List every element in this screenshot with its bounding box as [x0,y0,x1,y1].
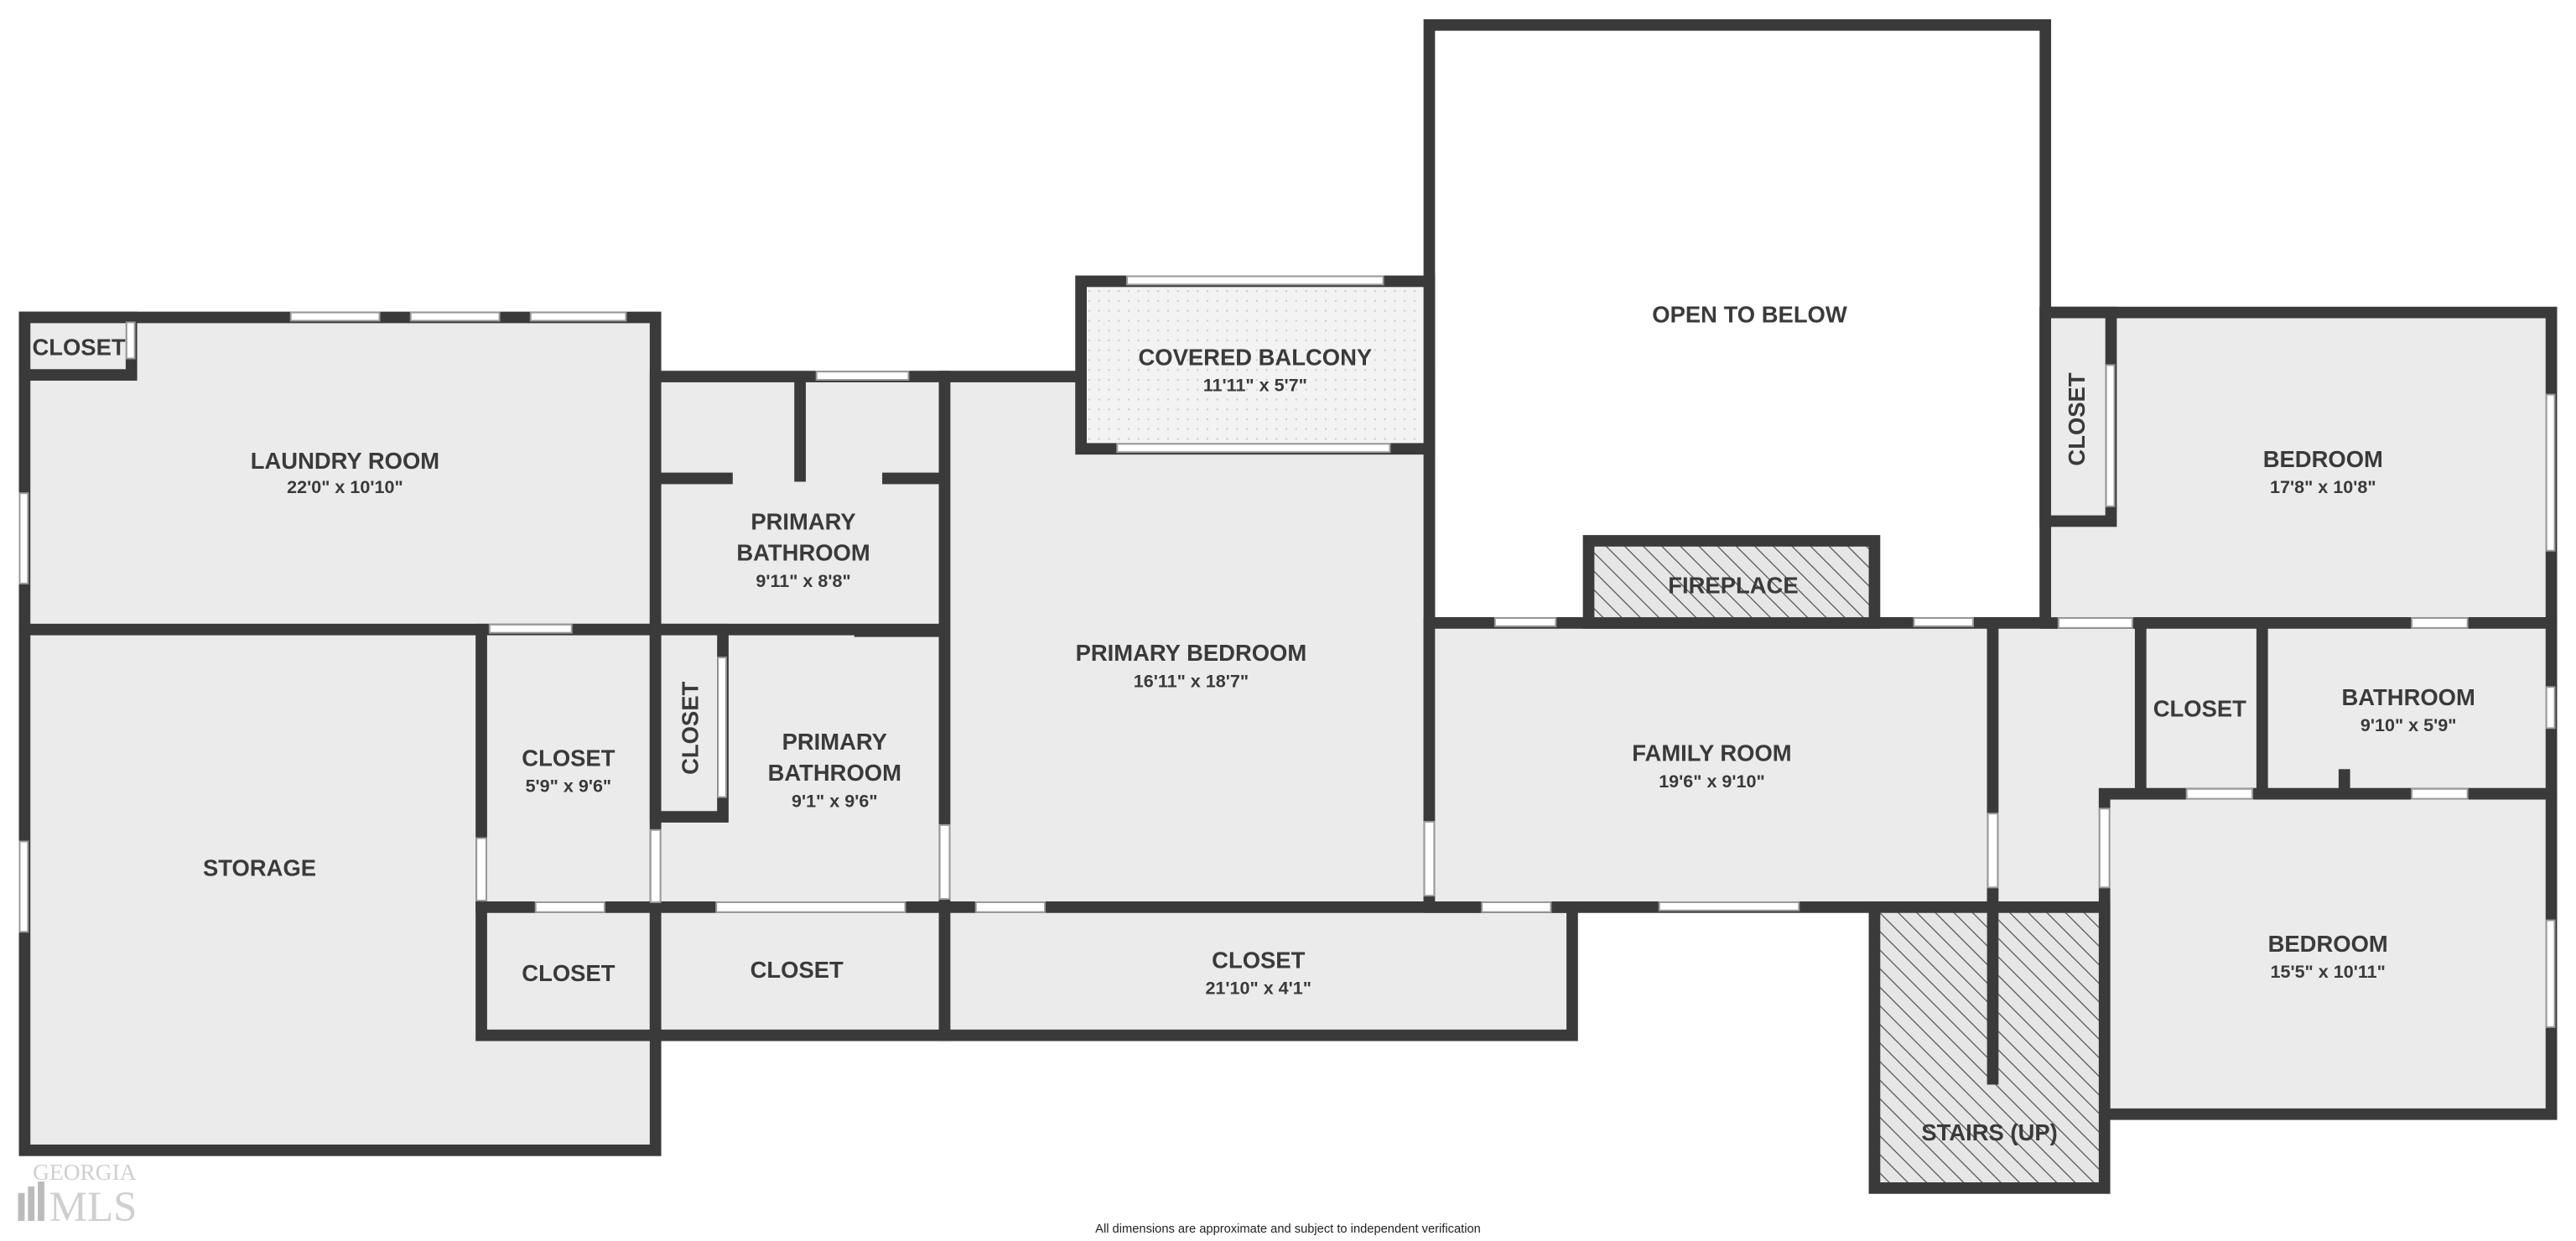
room-label: BEDROOM [2268,931,2388,957]
room-label: CLOSET [678,681,704,774]
room-label: CLOSET [522,745,615,771]
room-label: CLOSET [32,335,125,361]
georgia-mls-logo: GEORGIA MLS [18,1160,138,1231]
room-label: BATHROOM [736,539,870,565]
room-label: PRIMARY BEDROOM [1076,640,1307,666]
room-label: LAUNDRY ROOM [251,448,439,474]
room-label: PRIMARY [782,729,887,755]
closet-right [2134,617,2268,800]
room-dimensions: 5'9" x 9'6" [526,776,612,797]
room-label: CLOSET [1212,947,1305,973]
room-dimensions: 11'11" x 5'7" [1203,375,1307,396]
room-dimensions: 9'1" x 9'6" [792,790,878,811]
room-label: BEDROOM [2263,446,2383,472]
room-label: FAMILY ROOM [1632,740,1791,766]
room-label: STAIRS (UP) [1921,1119,2057,1145]
windows [18,275,2556,1028]
room-label: CLOSET [2153,696,2246,722]
closet-long [938,901,1578,1041]
disclaimer-note: All dimensions are approximate and subje… [1095,1223,1481,1236]
room-dimensions: 9'10" x 5'9" [2360,714,2457,735]
room-label: CLOSET [750,957,844,983]
primary-bedroom [938,371,1436,913]
room-dimensions: 15'5" x 10'11" [2270,961,2385,982]
room-label: CLOSET [522,960,615,986]
room-dimensions: 22'0" x 10'10" [287,476,403,497]
room-dimensions: 17'8" x 10'8" [2270,476,2376,497]
svg-text:MLS: MLS [49,1184,138,1231]
room-dimensions: 19'6" x 9'10" [1659,771,1765,792]
svg-text:GEORGIA: GEORGIA [33,1160,137,1185]
room-label: BATHROOM [768,760,901,786]
room-label: FIREPLACE [1668,573,1798,599]
open-to-below-area [1423,18,2052,629]
room-label: OPEN TO BELOW [1652,301,1847,327]
room-dimensions: 16'11" x 18'7" [1134,670,1249,691]
room-label: BATHROOM [2341,684,2475,710]
room-dimensions: 9'11" x 8'8" [756,570,850,591]
room-label: STORAGE [203,855,316,881]
room-label: PRIMARY [750,508,855,534]
fireplace [1582,535,1881,629]
room-label: COVERED BALCONY [1138,344,1372,370]
room-label: CLOSET [2064,372,2090,465]
room-dimensions: 21'10" x 4'1" [1205,978,1311,999]
